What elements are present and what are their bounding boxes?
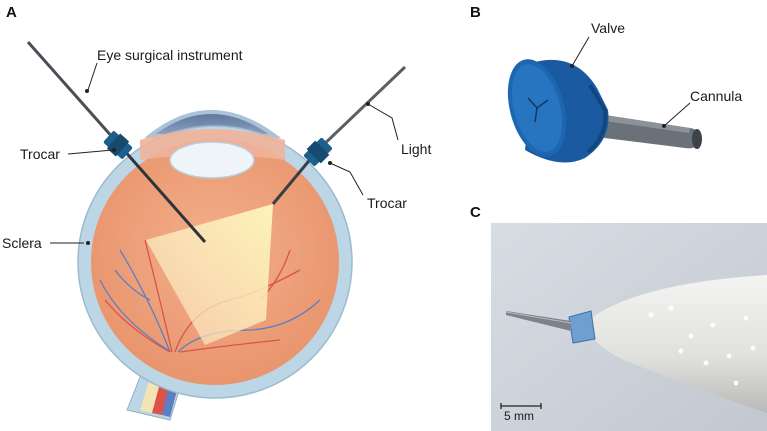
leader-dot bbox=[85, 89, 89, 93]
trocar-left-label: Trocar bbox=[20, 146, 60, 162]
panel-letter-c: C bbox=[470, 204, 481, 221]
leader-dot bbox=[86, 241, 90, 245]
valve-label: Valve bbox=[591, 20, 625, 36]
instrument-photo bbox=[491, 223, 767, 431]
leader-dot bbox=[662, 124, 666, 128]
leader-lines bbox=[50, 62, 399, 244]
sclera-label: Sclera bbox=[2, 235, 42, 251]
panel-letter-a: A bbox=[6, 4, 17, 21]
light-cone bbox=[146, 204, 273, 345]
scale-bar-label: 5 mm bbox=[504, 409, 534, 423]
trocar-right bbox=[303, 137, 333, 167]
leader-dot bbox=[570, 64, 574, 68]
cannula-label: Cannula bbox=[690, 88, 743, 104]
leader-dot bbox=[366, 102, 370, 106]
leader-dot bbox=[328, 161, 332, 165]
instrument-label: Eye surgical instrument bbox=[97, 47, 243, 63]
surgical-instrument-tip bbox=[120, 147, 207, 243]
trocar-valve-illustration bbox=[507, 59, 702, 163]
retinal-vessels bbox=[99, 239, 321, 353]
panel-letter-b: B bbox=[470, 4, 481, 21]
light-label: Light bbox=[401, 141, 432, 157]
surgical-instrument-shaft bbox=[26, 41, 124, 149]
leader-dot bbox=[112, 148, 116, 152]
lens bbox=[169, 141, 255, 179]
panel-b-leaders bbox=[571, 36, 691, 127]
light-probe-shaft bbox=[316, 65, 407, 152]
trocar-right-label: Trocar bbox=[367, 195, 407, 211]
